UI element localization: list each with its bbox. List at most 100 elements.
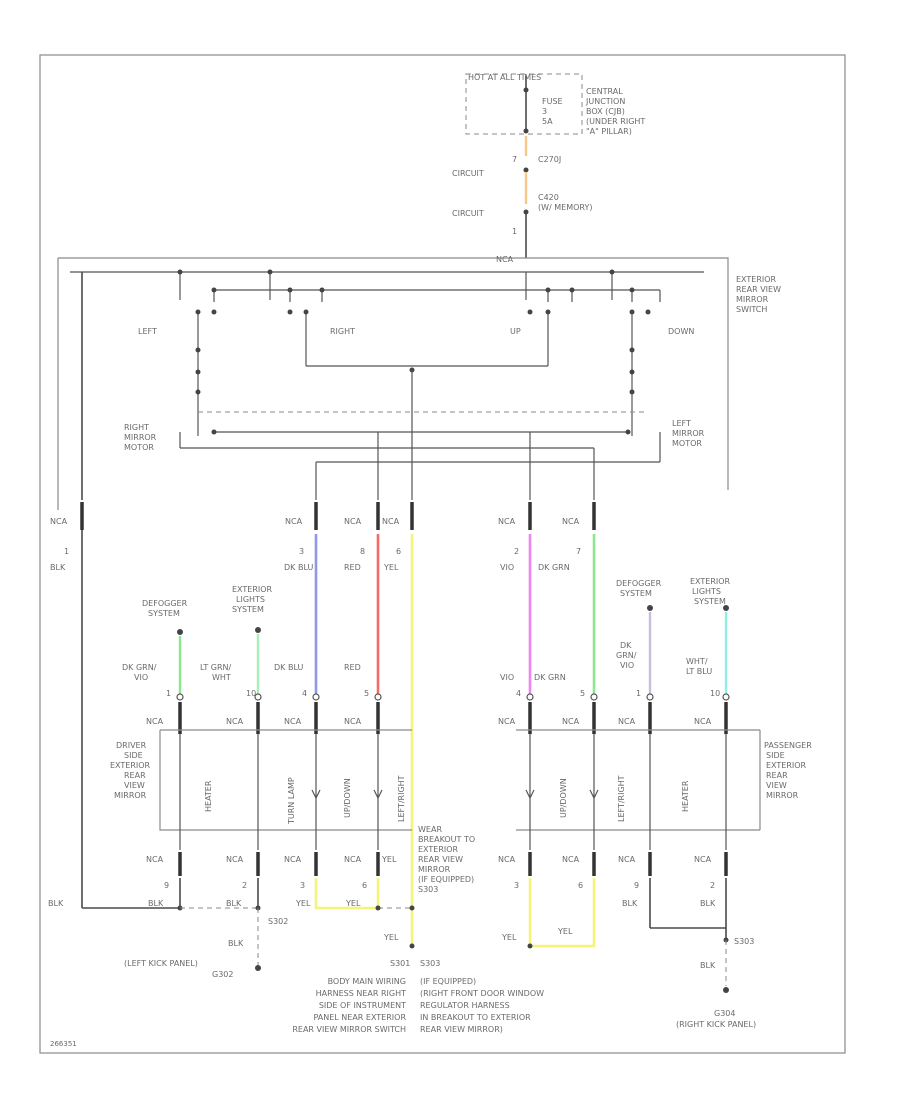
nca-label-pb-3: NCA <box>618 855 636 864</box>
nca-label-db-1: NCA <box>146 855 164 864</box>
pin-label-db-3: 3 <box>300 881 305 890</box>
nca-label-pb-4: NCA <box>694 855 712 864</box>
circuit-label-2: CIRCUIT <box>452 209 484 218</box>
nca-label-p-4: NCA <box>694 717 712 726</box>
c420-pin: 1 <box>512 227 517 236</box>
pin-label-p-1: 1 <box>636 689 641 698</box>
turn-lamp-label: TURN LAMP <box>287 777 296 825</box>
dk-grn-label-sw: DK GRN <box>538 563 570 572</box>
up-down-label-p: UP/DOWN <box>559 778 568 818</box>
down-label: DOWN <box>668 327 694 336</box>
up-down-label-d: UP/DOWN <box>343 778 352 818</box>
vio-label-mirror: VIO <box>500 673 514 682</box>
mirror-switch <box>57 257 729 510</box>
left-right-label-p: LEFT/RIGHT <box>617 775 626 822</box>
nca-label-sw-8: NCA <box>344 517 362 526</box>
c270j-pin: 7 <box>512 155 517 164</box>
pin-label-db-2: 2 <box>242 881 247 890</box>
pin-label-sw-3: 3 <box>299 547 304 556</box>
pin-label-pb-3: 3 <box>514 881 519 890</box>
up-label: UP <box>510 327 521 336</box>
s302-label: S302 <box>268 917 288 926</box>
nca-label-sw-2: NCA <box>498 517 516 526</box>
lt-grn-wht-label: LT GRN/WHT <box>200 663 232 682</box>
nca-label-p-1: NCA <box>498 717 516 726</box>
nca-label-pb-2: NCA <box>562 855 580 864</box>
blk-label-g304: BLK <box>700 961 716 970</box>
yel-label-bottom-4: YEL <box>501 933 517 942</box>
pin-label-p-5: 5 <box>580 689 585 698</box>
nca-label-db-3: NCA <box>284 855 302 864</box>
nca-label-d-3: NCA <box>284 717 302 726</box>
nca-label-d-1: NCA <box>146 717 164 726</box>
nca-label-db-4: NCA <box>344 855 362 864</box>
blk-label-bottom-5: BLK <box>700 899 716 908</box>
blk-label-g302: BLK <box>228 939 244 948</box>
left-kick-panel-label: (LEFT KICK PANEL)G302 <box>124 959 233 979</box>
nca-label-d-4: NCA <box>344 717 362 726</box>
pin-label-p-4: 4 <box>516 689 521 698</box>
red-label-sw: RED <box>344 563 361 572</box>
pin-label-db-6: 6 <box>362 881 367 890</box>
ground-wiring <box>82 878 729 993</box>
nca-label-top: NCA <box>496 255 514 264</box>
pin-label-d-4: 4 <box>302 689 307 698</box>
diagram-id: 266351 <box>50 1040 77 1048</box>
pin-label-sw-6: 6 <box>396 547 401 556</box>
power-feed <box>465 73 583 258</box>
yel-label-bottom-3: YEL <box>383 933 399 942</box>
pin-label-pb-9: 9 <box>634 881 639 890</box>
pin-label-sw-7: 7 <box>576 547 581 556</box>
nca-label-p-3: NCA <box>618 717 636 726</box>
nca-label-sw-6: NCA <box>382 517 400 526</box>
red-label-mirror: RED <box>344 663 361 672</box>
mirror-top-pins <box>176 693 730 734</box>
pin-label-sw-2: 2 <box>514 547 519 556</box>
nca-label-d-2: NCA <box>226 717 244 726</box>
yel-label-sw: YEL <box>383 563 399 572</box>
dk-blu-label-mirror: DK BLU <box>274 663 303 672</box>
c420-label: C420(W/ MEMORY) <box>538 193 592 212</box>
yel-label-bottom-1: YEL <box>295 899 311 908</box>
pin-label-db-9: 9 <box>164 881 169 890</box>
yel-jumper-right <box>528 878 596 948</box>
dk-blu-label-sw: DK BLU <box>284 563 313 572</box>
heater-label-d: HEATER <box>204 780 213 812</box>
switch-connector-pins <box>80 502 596 530</box>
cjb-box <box>465 73 583 135</box>
nca-label-sw-3: NCA <box>285 517 303 526</box>
nca-label-sw-1: NCA <box>50 517 68 526</box>
pin-label-sw-8: 8 <box>360 547 365 556</box>
pin-label-pb-2: 2 <box>710 881 715 890</box>
diagram-frame <box>39 54 846 1054</box>
nca-label-pb-1: NCA <box>498 855 516 864</box>
driver-mirror <box>159 729 412 850</box>
circuit-label-1: CIRCUIT <box>452 169 484 178</box>
nca-label-db-2: NCA <box>226 855 244 864</box>
yel-label-db: YEL <box>381 855 397 864</box>
right-label: RIGHT <box>330 327 355 336</box>
switch-to-mirror-wires <box>81 530 596 946</box>
s303-label: S303 <box>734 937 754 946</box>
pin-label-d-5: 5 <box>364 689 369 698</box>
blk-label-bottom-3: BLK <box>226 899 242 908</box>
left-right-label-d: LEFT/RIGHT <box>397 775 406 822</box>
yel-label-bottom-5: YEL <box>557 927 573 936</box>
pin-label-d-10: 10 <box>246 689 256 698</box>
